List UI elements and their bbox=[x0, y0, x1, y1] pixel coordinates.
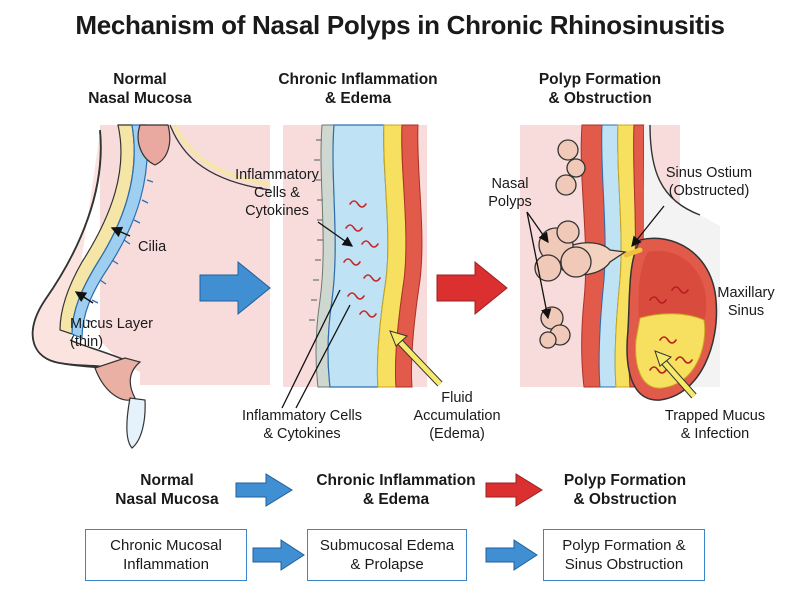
label-fluid-accumulation: Fluid Accumulation (Edema) bbox=[413, 390, 501, 442]
stage-normal: Normal Nasal Mucosa bbox=[115, 472, 219, 508]
panel-heading-normal: Normal Nasal Mucosa bbox=[88, 71, 192, 107]
step-box-submucosal-edema: Submucosal Edema & Prolapse bbox=[307, 529, 467, 581]
label-nasal-polyps: Nasal Polyps bbox=[488, 176, 532, 210]
step-box-mucosal-inflammation: Chronic Mucosal Inflammation bbox=[85, 529, 247, 581]
step-arrow-2 bbox=[485, 539, 538, 571]
label-sinus-ostium: Sinus Ostium (Obstructed) bbox=[665, 165, 753, 199]
polyp-illustration bbox=[520, 124, 720, 401]
stage-inflammation: Chronic Inflammation & Edema bbox=[316, 472, 476, 508]
stage-polyp: Polyp Formation & Obstruction bbox=[563, 472, 687, 508]
label-cilia: Cilia bbox=[138, 239, 167, 255]
flow-arrow-2 bbox=[485, 473, 543, 507]
normal-nose-illustration bbox=[31, 124, 271, 449]
stage-arrow-2 bbox=[436, 260, 508, 316]
step-arrow-1 bbox=[252, 539, 305, 571]
label-inflammatory-cells-upper: Inflammatory Cells & Cytokines bbox=[235, 167, 319, 219]
label-mucus-layer: Mucus Layer (thin) bbox=[70, 316, 154, 350]
edema-illustration bbox=[281, 124, 443, 409]
page-title: Mechanism of Nasal Polyps in Chronic Rhi… bbox=[75, 10, 725, 40]
label-inflammatory-cells-lower: Inflammatory Cells & Cytokines bbox=[241, 408, 363, 442]
label-maxillary-sinus: Maxillary Sinus bbox=[717, 285, 775, 319]
flow-arrow-1 bbox=[235, 473, 293, 507]
step-box-polyp-formation: Polyp Formation & Sinus Obstruction bbox=[543, 529, 705, 581]
label-trapped-mucus: Trapped Mucus & Infection bbox=[664, 408, 766, 442]
panel-heading-inflammation: Chronic Inflammation & Edema bbox=[278, 71, 438, 107]
panel-heading-polyp: Polyp Formation & Obstruction bbox=[538, 71, 662, 107]
stage-arrow-1 bbox=[199, 260, 271, 316]
